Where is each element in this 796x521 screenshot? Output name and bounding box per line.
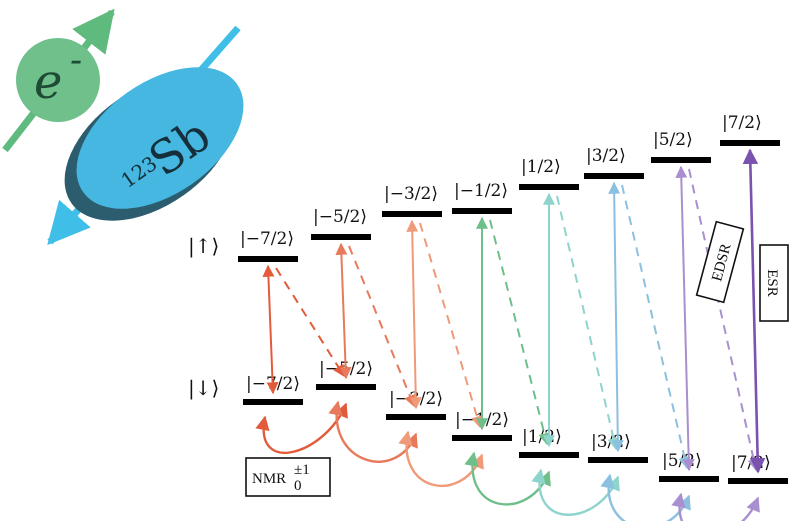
dashed-transition (688, 168, 760, 472)
nmr-subscript: 0 (294, 478, 302, 494)
level-down-1 (316, 384, 376, 390)
level-up-label: |−7/2⟩ (240, 229, 294, 249)
level-up-3 (452, 208, 512, 214)
level-down-4 (519, 452, 579, 458)
level-up-label: |1/2⟩ (521, 157, 561, 177)
spin-up-label: |↑⟩ (188, 234, 219, 259)
nmr-transition (671, 492, 760, 521)
level-down-3 (452, 435, 512, 441)
nmr-superscript: ±1 (294, 462, 310, 478)
level-up-5 (584, 173, 644, 179)
level-up-label: |3/2⟩ (586, 146, 626, 166)
vertical-transition (262, 264, 279, 395)
electron-illustration: e - (2, 8, 115, 153)
level-down-label: |5/2⟩ (662, 451, 702, 471)
level-down-6 (659, 476, 719, 482)
dashed-transition (556, 195, 620, 451)
dashed-transition (275, 267, 345, 378)
level-down-5 (588, 457, 648, 463)
level-down-label: |1/2⟩ (522, 427, 562, 447)
nmr-label-box: NMR 0 ±1 (245, 457, 331, 497)
level-up-label: |5/2⟩ (653, 130, 693, 150)
sb-nucleus (76, 67, 244, 209)
vertical-transition (608, 181, 624, 453)
level-down-label: |3/2⟩ (591, 432, 631, 452)
level-up-2 (382, 211, 442, 217)
level-up-label: |−1/2⟩ (454, 181, 508, 201)
vertical-transition (335, 242, 352, 380)
nmr-transition (328, 400, 418, 463)
dashed-transition (489, 219, 551, 446)
spin-down-label: |↓⟩ (188, 376, 219, 401)
nucleus-illustration: 123 Sb (47, 25, 244, 246)
level-down-label: |7/2⟩ (731, 453, 771, 473)
electron-symbol: e (34, 54, 62, 110)
level-down-2 (386, 414, 446, 420)
nmr-transition (464, 451, 551, 506)
level-down-7 (728, 478, 788, 484)
level-up-1 (311, 234, 371, 240)
nmr-transition (531, 468, 620, 516)
vertical-transition (675, 165, 695, 472)
level-up-label: |7/2⟩ (722, 113, 762, 133)
vertical-transition (406, 219, 422, 410)
energy-levels: |−7/2⟩ |−5/2⟩ |−3/2⟩ |−1/2⟩ |1/2⟩ |3/2⟩ |5/2⟩ |… (238, 113, 788, 484)
electron (16, 38, 100, 122)
dashed-transition (348, 245, 416, 408)
level-up-label: |−3/2⟩ (384, 184, 438, 204)
level-up-7 (720, 140, 780, 146)
level-up-0 (238, 256, 298, 262)
esr-label-box: ESR (759, 244, 789, 322)
edsr-label-box: EDSR (695, 220, 745, 304)
level-up-label: |−5/2⟩ (313, 207, 367, 227)
nmr-transitions (255, 400, 760, 521)
nmr-label: NMR (252, 471, 286, 487)
level-down-0 (243, 399, 303, 405)
nmr-transition (255, 402, 348, 455)
vertical-transition (742, 148, 766, 474)
dashed-transition (621, 184, 691, 470)
esr-label: ESR (764, 269, 780, 297)
electron-charge: - (70, 40, 82, 81)
dashed-transition (419, 222, 483, 429)
transitions (262, 148, 766, 474)
level-up-4 (519, 184, 579, 190)
level-up-6 (651, 157, 711, 163)
